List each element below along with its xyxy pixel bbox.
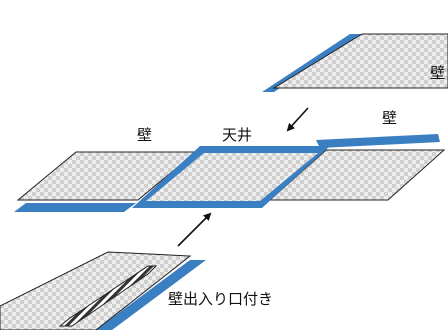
wall-panel-right-surface — [268, 149, 446, 201]
label-wall-top-right: 壁 — [430, 64, 445, 82]
wall-panel-top-right — [262, 33, 448, 92]
ceiling-panel — [132, 146, 330, 208]
label-wall-left: 壁 — [137, 126, 152, 144]
label-wall-right: 壁 — [382, 109, 397, 127]
wall-opening — [58, 265, 158, 327]
wall-panel-right — [268, 134, 446, 201]
wall-panel-left-blue-edge — [14, 203, 136, 212]
label-ceiling: 天井 — [222, 126, 252, 144]
arrow-to-ceiling-top — [286, 107, 309, 132]
wall-with-opening-panel — [0, 251, 206, 330]
wall-with-opening-blue-edge — [96, 260, 206, 330]
ceiling-panel-surface — [146, 153, 318, 201]
wall-panel-top-right-blue-edge — [262, 34, 362, 92]
wall-panel-right-blue-edge — [316, 134, 440, 148]
wall-panel-left — [14, 151, 198, 212]
label-wall-with-opening: 壁出入り口付き — [168, 290, 273, 308]
arrow-to-ceiling-bottom — [177, 212, 212, 247]
wall-panel-top-right-surface — [272, 33, 448, 89]
